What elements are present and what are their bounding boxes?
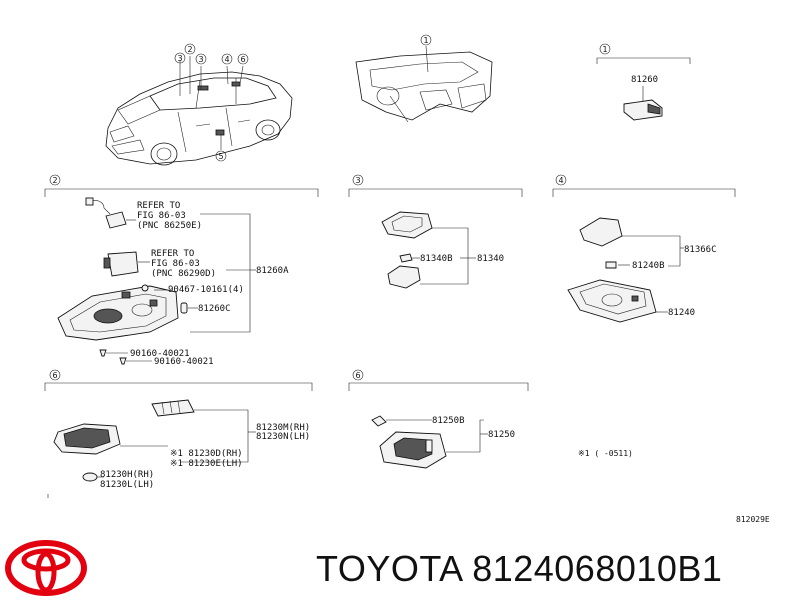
car-callout-4: 4	[221, 53, 233, 65]
part-81340B: 81340B	[420, 254, 453, 264]
part-81366C-shape	[579, 217, 623, 247]
section-4: 4 81366C 81240B 81240	[552, 174, 736, 323]
car-callout-2: 2	[184, 43, 196, 55]
part-81230E: ※1 81230E(LH)	[170, 459, 243, 469]
car-callout-3a: 3	[174, 52, 186, 64]
section-1: 1 81260	[596, 43, 691, 121]
part-90160-40021-a: 90160-40021	[130, 349, 190, 359]
ref2-line2: FIG 86-03	[151, 259, 200, 269]
ref2-line3: (PNC 86290D)	[151, 269, 216, 279]
svg-text:6: 6	[52, 371, 57, 380]
part-81340-shape	[381, 211, 433, 239]
section2-callout: 2	[49, 174, 61, 186]
svg-text:4: 4	[558, 176, 563, 185]
part-81230M: 81230M(RH)	[256, 423, 310, 433]
brand-part-number: TOYOTA 8124068010B1	[316, 548, 723, 589]
part-90160-40021-b: 90160-40021	[154, 357, 214, 367]
section4-callout: 4	[555, 174, 567, 186]
part-81260C: 81260C	[198, 304, 231, 314]
svg-text:2: 2	[52, 176, 57, 185]
car-overview: 2 3 3 4 6 5	[105, 43, 293, 166]
section-6: 6 81250B 81250	[348, 369, 529, 469]
section1-callout: 1	[599, 43, 611, 55]
svg-text:3: 3	[198, 55, 203, 64]
figure-code: 812029E	[736, 515, 770, 524]
part-81240-shape	[567, 279, 657, 323]
footnote: ※1 ( -0511)	[578, 449, 633, 458]
svg-text:3: 3	[177, 54, 182, 63]
svg-text:4: 4	[224, 55, 229, 64]
part-81366C: 81366C	[684, 245, 717, 255]
ref1-line1: REFER TO	[137, 201, 180, 211]
section-3: 3 81340B 81340	[348, 174, 523, 289]
part-81250B: 81250B	[432, 416, 465, 426]
ref1-line2: FIG 86-03	[137, 211, 186, 221]
car-callout-5: 5	[215, 150, 227, 162]
svg-text:5: 5	[218, 152, 223, 161]
part-81230L: 81230L(LH)	[100, 480, 154, 490]
svg-text:1: 1	[602, 45, 607, 54]
part-81230N: 81230N(LH)	[256, 432, 310, 442]
ref1-line3: (PNC 86250E)	[137, 221, 202, 231]
car-callout-3b: 3	[195, 53, 207, 65]
part-81240: 81240	[668, 308, 695, 318]
dashboard-overview: 1	[355, 34, 493, 123]
svg-text:3: 3	[355, 176, 360, 185]
part-81240B: 81240B	[632, 261, 665, 271]
section-5: 6 81230M(RH) 81230N(LH) ※1 81230D(RH) ※1…	[44, 369, 313, 498]
part-81250: 81250	[488, 430, 515, 440]
section5-callout: 6	[49, 369, 61, 381]
part-81260: 81260	[631, 75, 658, 85]
svg-text:6: 6	[355, 371, 360, 380]
ref2-line1: REFER TO	[151, 249, 194, 259]
part-81260-shape	[623, 99, 663, 121]
toyota-logo-icon	[5, 540, 87, 596]
part-90467-10161: 90467-10161(4)	[168, 285, 244, 295]
section6-callout: 6	[352, 369, 364, 381]
svg-text:6: 6	[240, 55, 245, 64]
part-81230H: 81230H(RH)	[100, 470, 154, 480]
part-81230D: ※1 81230D(RH)	[170, 449, 243, 459]
part-81260A: 81260A	[256, 266, 289, 276]
car-callout-6: 6	[237, 53, 249, 65]
section3-callout: 3	[352, 174, 364, 186]
dash-callout-1: 1	[420, 34, 432, 46]
svg-text:1: 1	[423, 36, 428, 45]
part-81230M-shape	[151, 399, 195, 417]
part-81340: 81340	[477, 254, 504, 264]
section-2: 2 REFER TO FIG 86-03 (PNC 86250E) REFER …	[44, 174, 319, 367]
svg-text:2: 2	[187, 45, 192, 54]
